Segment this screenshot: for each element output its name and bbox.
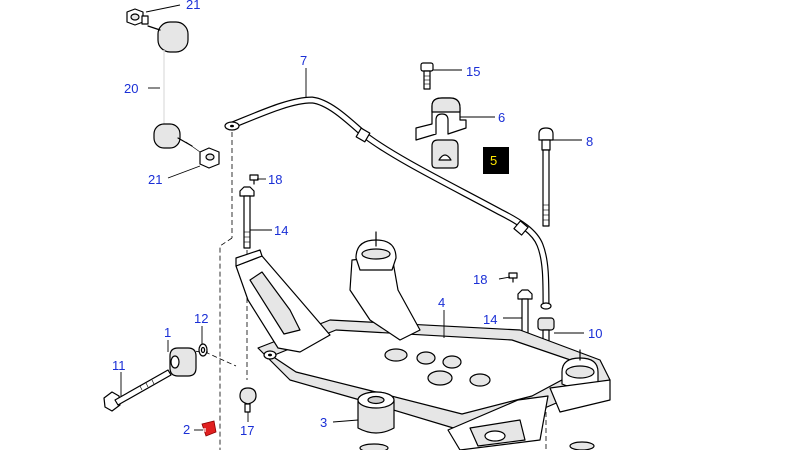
bolt-part-15[interactable] [420, 62, 434, 90]
callout-18-upper[interactable]: 18 [268, 172, 282, 187]
callout-21-bottom[interactable]: 21 [148, 172, 162, 187]
callout-15[interactable]: 15 [466, 64, 480, 79]
callout-6[interactable]: 6 [498, 110, 505, 125]
bar-bracket-part-6[interactable] [415, 97, 467, 141]
bolt-part-11[interactable] [103, 369, 172, 412]
callout-14-left[interactable]: 14 [274, 223, 288, 238]
highlight-box-5 [483, 147, 509, 174]
callout-5-highlighted[interactable]: 5 [490, 153, 497, 168]
callout-12[interactable]: 12 [194, 311, 208, 326]
callout-17[interactable]: 17 [240, 423, 254, 438]
callout-14-right[interactable]: 14 [483, 312, 497, 327]
stabilizer-bar-part-7[interactable] [224, 96, 552, 310]
bar-bushing-part-5[interactable] [431, 139, 459, 169]
stud-part-18-lower[interactable] [508, 272, 518, 283]
bushing-part-3[interactable] [357, 391, 395, 434]
callout-11[interactable]: 11 [112, 358, 126, 373]
clip-part-2-selected[interactable] [201, 420, 217, 437]
washer-part-12[interactable] [198, 343, 208, 357]
long-bolt-part-8[interactable] [538, 127, 554, 227]
callout-8[interactable]: 8 [586, 134, 593, 149]
subframe-part-4[interactable] [235, 231, 611, 450]
stud-part-18-upper[interactable] [249, 174, 259, 185]
callout-10[interactable]: 10 [588, 326, 602, 341]
callout-1[interactable]: 1 [164, 325, 171, 340]
callout-2[interactable]: 2 [183, 422, 190, 437]
callout-21-top[interactable]: 21 [186, 0, 200, 12]
fastener-part-17[interactable] [239, 387, 257, 413]
link-nut-top-part-21[interactable] [126, 8, 149, 26]
callout-18-lower[interactable]: 18 [473, 272, 487, 287]
callout-20[interactable]: 20 [124, 81, 138, 96]
callout-7[interactable]: 7 [300, 53, 307, 68]
leader-lines [120, 4, 584, 431]
bolt-part-14-left[interactable] [239, 186, 255, 249]
stabilizer-link-part-20[interactable] [147, 21, 193, 149]
link-nut-bottom-part-21[interactable] [185, 141, 220, 169]
callout-4[interactable]: 4 [438, 295, 445, 310]
callout-3[interactable]: 3 [320, 415, 327, 430]
bushing-part-1[interactable] [169, 347, 197, 377]
